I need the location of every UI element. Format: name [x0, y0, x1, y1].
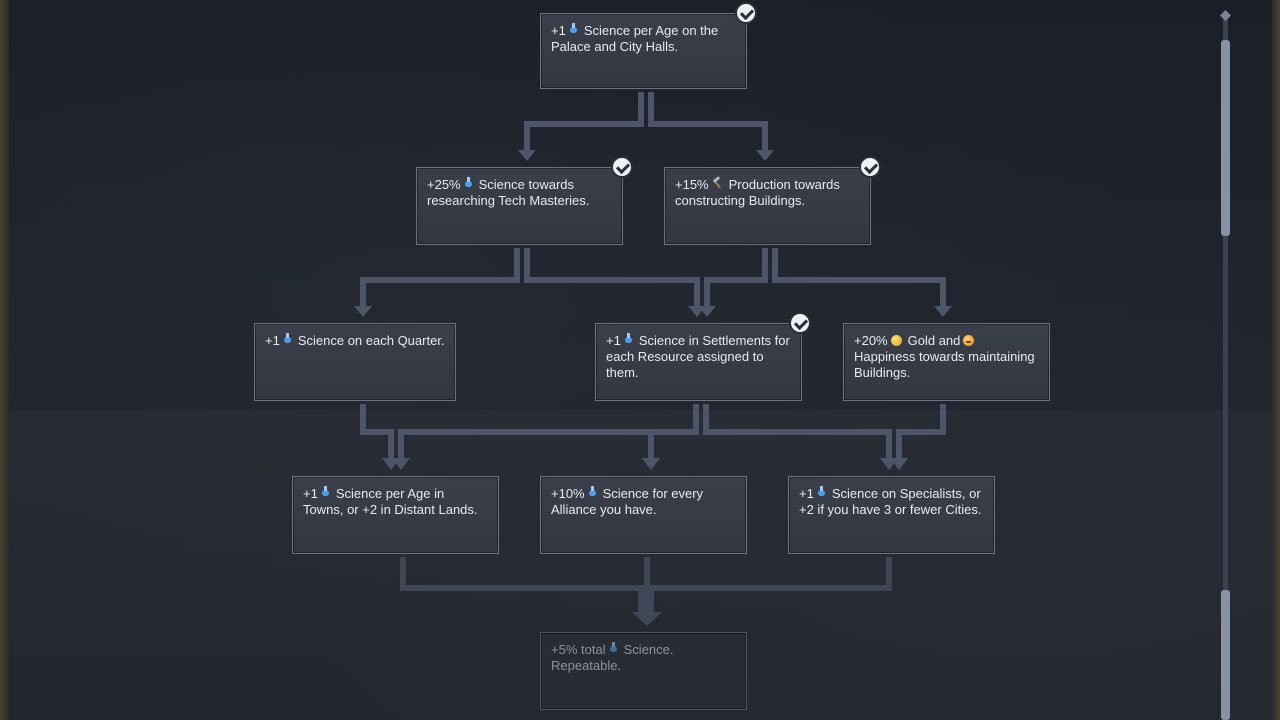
node-amount: +1 — [799, 486, 814, 501]
node-amount: +20% — [854, 333, 888, 348]
left-edge-frame — [0, 0, 9, 720]
arrowhead — [698, 306, 716, 317]
tree-node-gold-happiness[interactable]: +20% Gold and Happiness towards maintaini… — [843, 323, 1050, 401]
happiness-icon — [963, 335, 975, 346]
tree-node-production-buildings[interactable]: +15%Production towards constructing Buil… — [664, 167, 871, 245]
scrollbar-thumb[interactable] — [1221, 40, 1230, 236]
node-text: Science in Settlements for each Resource… — [606, 333, 790, 380]
connector — [896, 404, 946, 460]
connector — [360, 248, 520, 308]
node-text: Science on Specialists, or +2 if you hav… — [799, 486, 982, 517]
arrowhead — [642, 458, 660, 470]
node-amount: +25% — [427, 177, 461, 192]
node-text: Science for every Alliance you have. — [551, 486, 704, 517]
connector — [772, 248, 946, 308]
node-text: Science on each Quarter. — [297, 333, 445, 348]
arrowhead — [756, 150, 774, 161]
science-icon — [464, 177, 473, 187]
tree-node-science-quarter[interactable]: +1 Science on each Quarter. — [254, 323, 456, 401]
science-icon — [624, 333, 633, 343]
science-icon — [283, 333, 292, 343]
science-icon — [569, 23, 578, 33]
node-amount: +10% — [551, 486, 585, 501]
connector — [704, 248, 768, 308]
tree-node-tech-masteries[interactable]: +25%Science towards researching Tech Mas… — [416, 167, 623, 245]
arrowhead — [632, 612, 662, 626]
completed-check-icon — [611, 156, 633, 178]
scrollbar-track[interactable] — [1223, 12, 1228, 720]
node-text: Science. Repeatable. — [551, 642, 674, 673]
arrowhead — [934, 306, 952, 317]
node-text: Science towards researching Tech Masteri… — [427, 177, 590, 208]
node-amount: +1 — [606, 333, 621, 348]
science-icon — [588, 486, 597, 496]
completed-check-icon — [859, 156, 881, 178]
node-amount: +15% — [675, 177, 709, 192]
node-text: Science per Age in Towns, or +2 in Dista… — [303, 486, 478, 517]
node-text: Science per Age on the Palace and City H… — [551, 23, 719, 54]
scrollbar-thumb-lower[interactable] — [1221, 590, 1230, 720]
node-text: Gold and — [907, 333, 961, 348]
science-icon — [817, 486, 826, 496]
node-text: Production towards constructing Building… — [675, 177, 840, 208]
node-amount: +1 — [303, 486, 318, 501]
arrowhead — [354, 306, 372, 317]
production-icon — [712, 178, 723, 188]
connector — [398, 404, 699, 460]
connector — [360, 404, 394, 460]
science-icon — [321, 486, 330, 496]
completed-check-icon — [789, 312, 811, 334]
node-amount: +5% total — [551, 642, 606, 657]
node-amount: +1 — [551, 23, 566, 38]
connector — [524, 248, 700, 308]
gold-icon — [890, 335, 902, 346]
completed-check-icon — [735, 2, 757, 24]
node-text: Happiness towards maintaining Buildings. — [854, 349, 1035, 380]
tree-node-alliance-science[interactable]: +10%Science for every Alliance you have. — [540, 476, 747, 554]
arrowhead — [518, 150, 536, 161]
right-edge-frame — [1272, 0, 1280, 720]
connector — [648, 92, 768, 152]
connector — [524, 92, 644, 152]
arrowhead — [890, 458, 908, 470]
arrowhead — [392, 458, 410, 470]
node-amount: +1 — [265, 333, 280, 348]
connector — [703, 404, 892, 460]
science-icon — [609, 642, 618, 652]
